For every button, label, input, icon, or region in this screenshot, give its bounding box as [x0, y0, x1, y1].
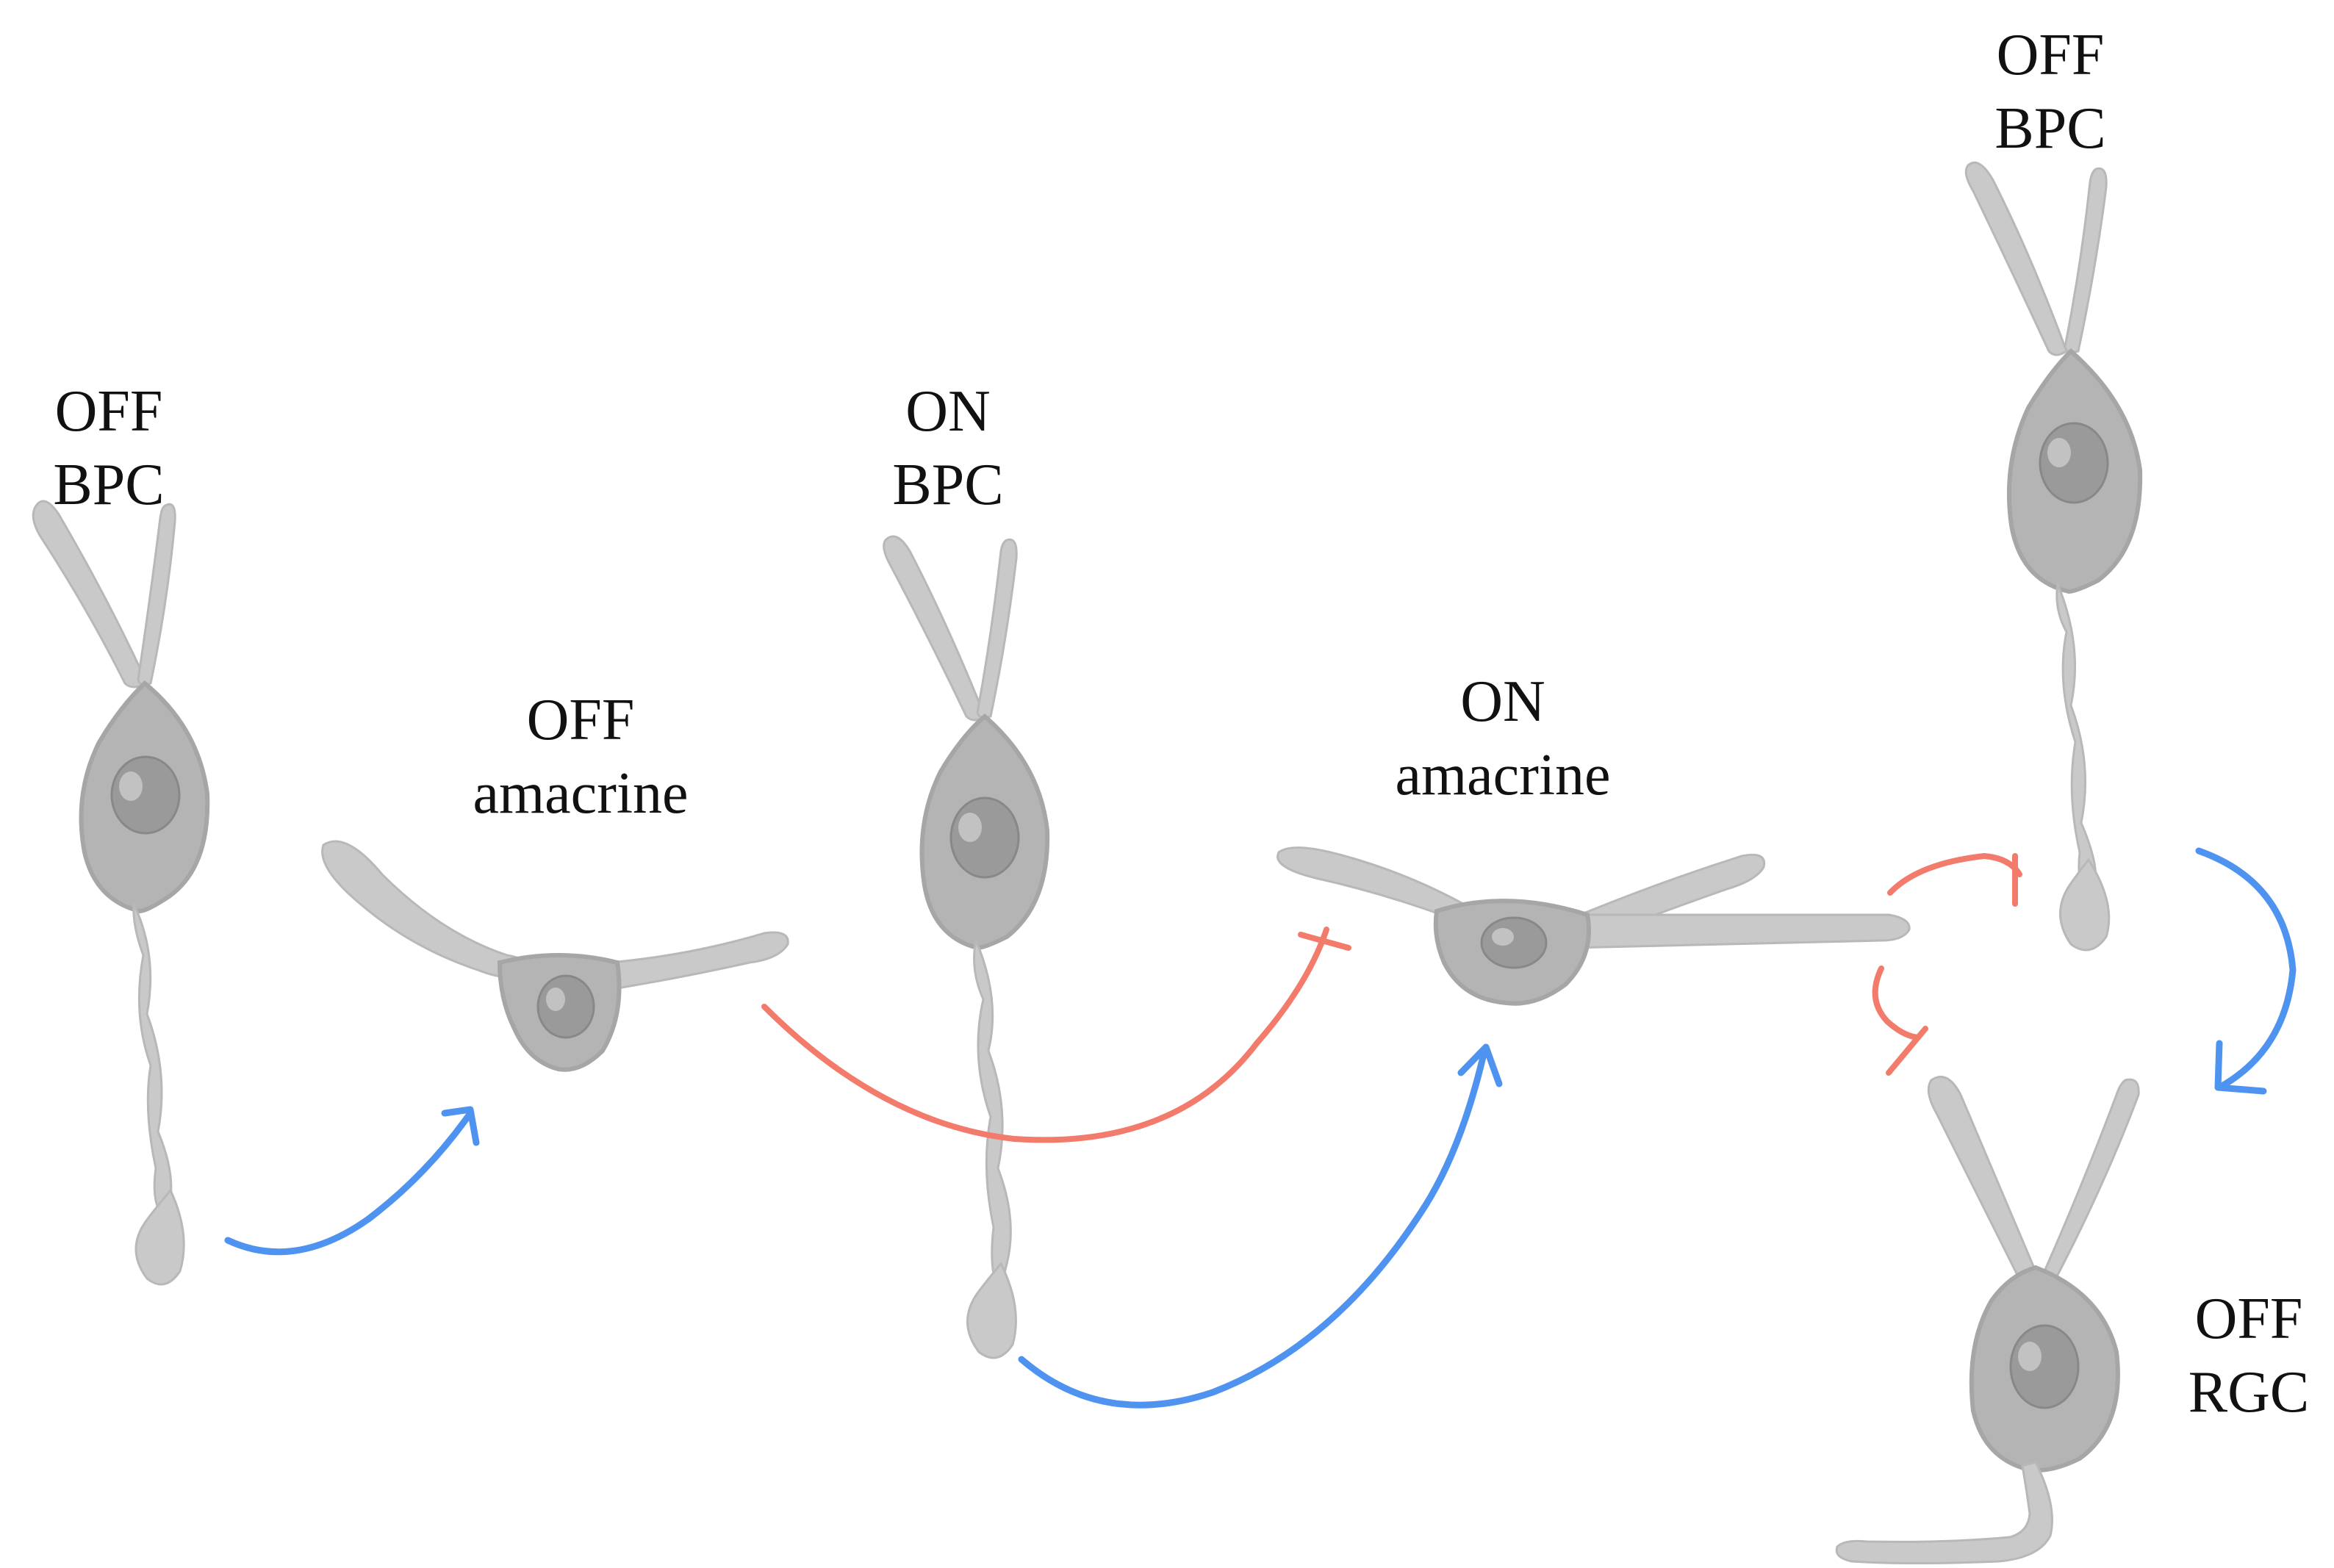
on-amacrine-nucleolus: [1492, 928, 1514, 946]
on-bpc-nucleolus: [958, 813, 982, 842]
off-amacrine-right-process: [608, 931, 789, 990]
on-amacrine-cell: [1276, 846, 1911, 1006]
excitatory-arrowhead-off-amacrine: [441, 1106, 480, 1146]
off-rgc-cell: [1835, 1076, 2140, 1564]
off-rgc-dendrite-2: [2043, 1078, 2140, 1278]
off-rgc-nucleolus: [2018, 1342, 2042, 1371]
on-bpc-dendrite-1: [883, 535, 986, 722]
off-bpc-right-axon: [2055, 580, 2097, 910]
label-on-bpc-line2: BPC: [892, 453, 1004, 517]
inhibitory-path-on-amacrine-to-off-rgc: [1872, 965, 1921, 1040]
label-off-amacrine-line1: OFF: [526, 688, 635, 752]
label-on-bpc: ON BPC: [875, 375, 1021, 522]
off-rgc-dendrite-1: [1927, 1076, 2039, 1280]
inhibitory-path-on-amacrine-to-off-bpc: [1887, 852, 2022, 896]
on-bpc-dendrite-2: [976, 538, 1018, 719]
off-bpc-left-axon: [132, 899, 173, 1222]
off-amacrine-cell: [321, 840, 789, 1072]
inhibitory-path-off-amacrine-to-on-amacrine: [761, 927, 1329, 1143]
on-bpc-nucleus: [949, 796, 1020, 879]
on-bpc-axon: [973, 936, 1012, 1297]
off-bpc-right-nucleolus: [2047, 438, 2071, 467]
off-bpc-left-cell: [32, 500, 210, 1286]
excitatory-arrow-off-bpc-to-off-amacrine: [224, 1110, 474, 1256]
label-off-bpc-left-line1: OFF: [54, 379, 163, 444]
excitatory-arrowhead-on-amacrine: [1457, 1043, 1503, 1087]
off-amacrine-nucleus: [536, 974, 595, 1039]
off-bpc-right-terminal: [2059, 857, 2111, 952]
off-bpc-right-dendrite-1: [1964, 161, 2068, 356]
off-bpc-right-dendrite-2: [2064, 167, 2108, 353]
label-off-bpc-right-line2: BPC: [1994, 96, 2106, 161]
off-bpc-left-terminal: [134, 1188, 185, 1286]
on-bpc-terminal: [966, 1262, 1017, 1359]
label-on-bpc-line1: ON: [905, 379, 991, 444]
inhibitory-bar-off-rgc: [1886, 1026, 1928, 1076]
label-on-amacrine: ON amacrine: [1363, 665, 1642, 812]
on-amacrine-nucleus: [1480, 916, 1548, 969]
off-bpc-right-cell: [1964, 161, 2143, 952]
label-off-bpc-right-line1: OFF: [1996, 23, 2105, 87]
off-amacrine-nucleolus: [546, 988, 565, 1011]
excitatory-arrow-on-bpc-to-on-amacrine: [1018, 1047, 1488, 1409]
label-off-amacrine: OFF amacrine: [441, 683, 720, 830]
inhibitory-bar-on-amacrine: [1298, 932, 1351, 951]
label-off-bpc-left-line2: BPC: [53, 453, 165, 517]
off-bpc-left-dendrite-2: [137, 503, 176, 686]
on-bpc-cell: [883, 535, 1050, 1359]
label-off-bpc-right: OFF BPC: [1977, 18, 2124, 165]
label-off-amacrine-line2: amacrine: [473, 761, 689, 826]
label-on-amacrine-line1: ON: [1460, 669, 1545, 734]
off-bpc-left-nucleolus: [119, 772, 143, 801]
excitatory-arrowhead-off-rgc: [2214, 1040, 2267, 1095]
off-bpc-right-nucleus: [2039, 422, 2109, 504]
off-bpc-left-dendrite-1: [32, 500, 148, 688]
off-rgc-nucleus: [2009, 1324, 2080, 1409]
label-off-bpc-left: OFF BPC: [35, 375, 182, 522]
label-off-rgc: OFF RGC: [2175, 1282, 2322, 1429]
on-amacrine-long-process: [1571, 913, 1911, 949]
label-off-rgc-line1: OFF: [2194, 1287, 2303, 1351]
on-amacrine-left-process: [1276, 846, 1472, 918]
label-off-rgc-line2: RGC: [2188, 1360, 2310, 1425]
excitatory-arrow-off-bpc-to-off-rgc: [2195, 847, 2297, 1091]
label-on-amacrine-line2: amacrine: [1395, 743, 1611, 808]
off-rgc-axon: [1835, 1461, 2053, 1564]
off-amacrine-left-process: [321, 840, 531, 979]
